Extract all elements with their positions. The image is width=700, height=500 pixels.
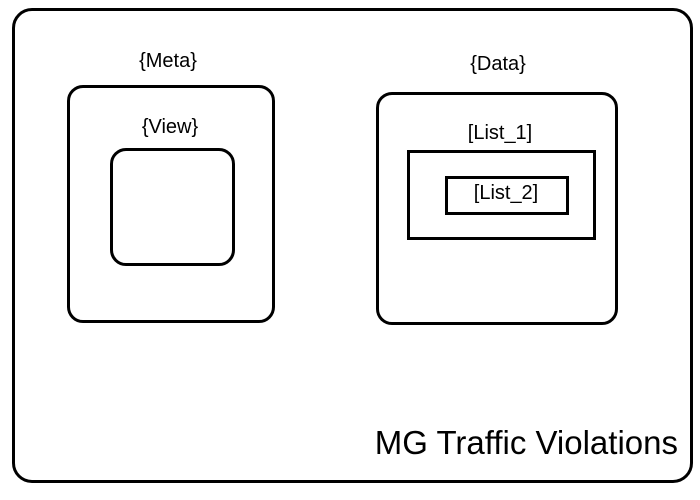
diagram-caption: MG Traffic Violations [374,424,678,461]
outer-container [12,8,693,483]
view-box [110,148,235,266]
data-box [376,92,618,325]
data-label: {Data} [470,53,526,75]
list-2-label: [List_2] [473,182,539,204]
meta-box [67,85,275,323]
meta-label: {Meta} [139,50,197,72]
view-label: {View} [141,116,199,138]
list-1-label: [List_1] [467,122,533,144]
list-2-box [445,176,569,215]
list-1-box [407,150,596,240]
